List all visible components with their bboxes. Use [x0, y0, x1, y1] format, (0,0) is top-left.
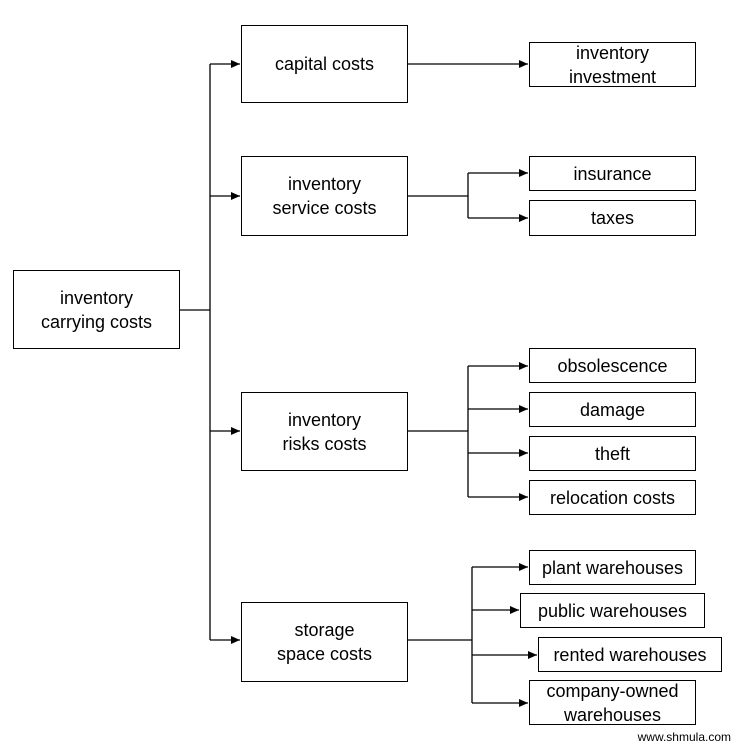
item-insurance: insurance [529, 156, 696, 191]
category-inventory-service-costs: inventory service costs [241, 156, 408, 236]
footer-credit: www.shmula.com [637, 730, 731, 744]
item-obsolescence: obsolescence [529, 348, 696, 383]
item-rented-warehouses: rented warehouses [538, 637, 722, 672]
item-inventory-investment: inventory investment [529, 42, 696, 87]
root-node-inventory-carrying-costs: inventory carrying costs [13, 270, 180, 349]
category-inventory-risks-costs: inventory risks costs [241, 392, 408, 471]
category-capital-costs: capital costs [241, 25, 408, 103]
item-theft: theft [529, 436, 696, 471]
item-damage: damage [529, 392, 696, 427]
item-company-owned-warehouses: company-owned warehouses [529, 680, 696, 725]
item-plant-warehouses: plant warehouses [529, 550, 696, 585]
item-public-warehouses: public warehouses [520, 593, 705, 628]
category-storage-space-costs: storage space costs [241, 602, 408, 682]
item-relocation-costs: relocation costs [529, 480, 696, 515]
item-taxes: taxes [529, 200, 696, 236]
